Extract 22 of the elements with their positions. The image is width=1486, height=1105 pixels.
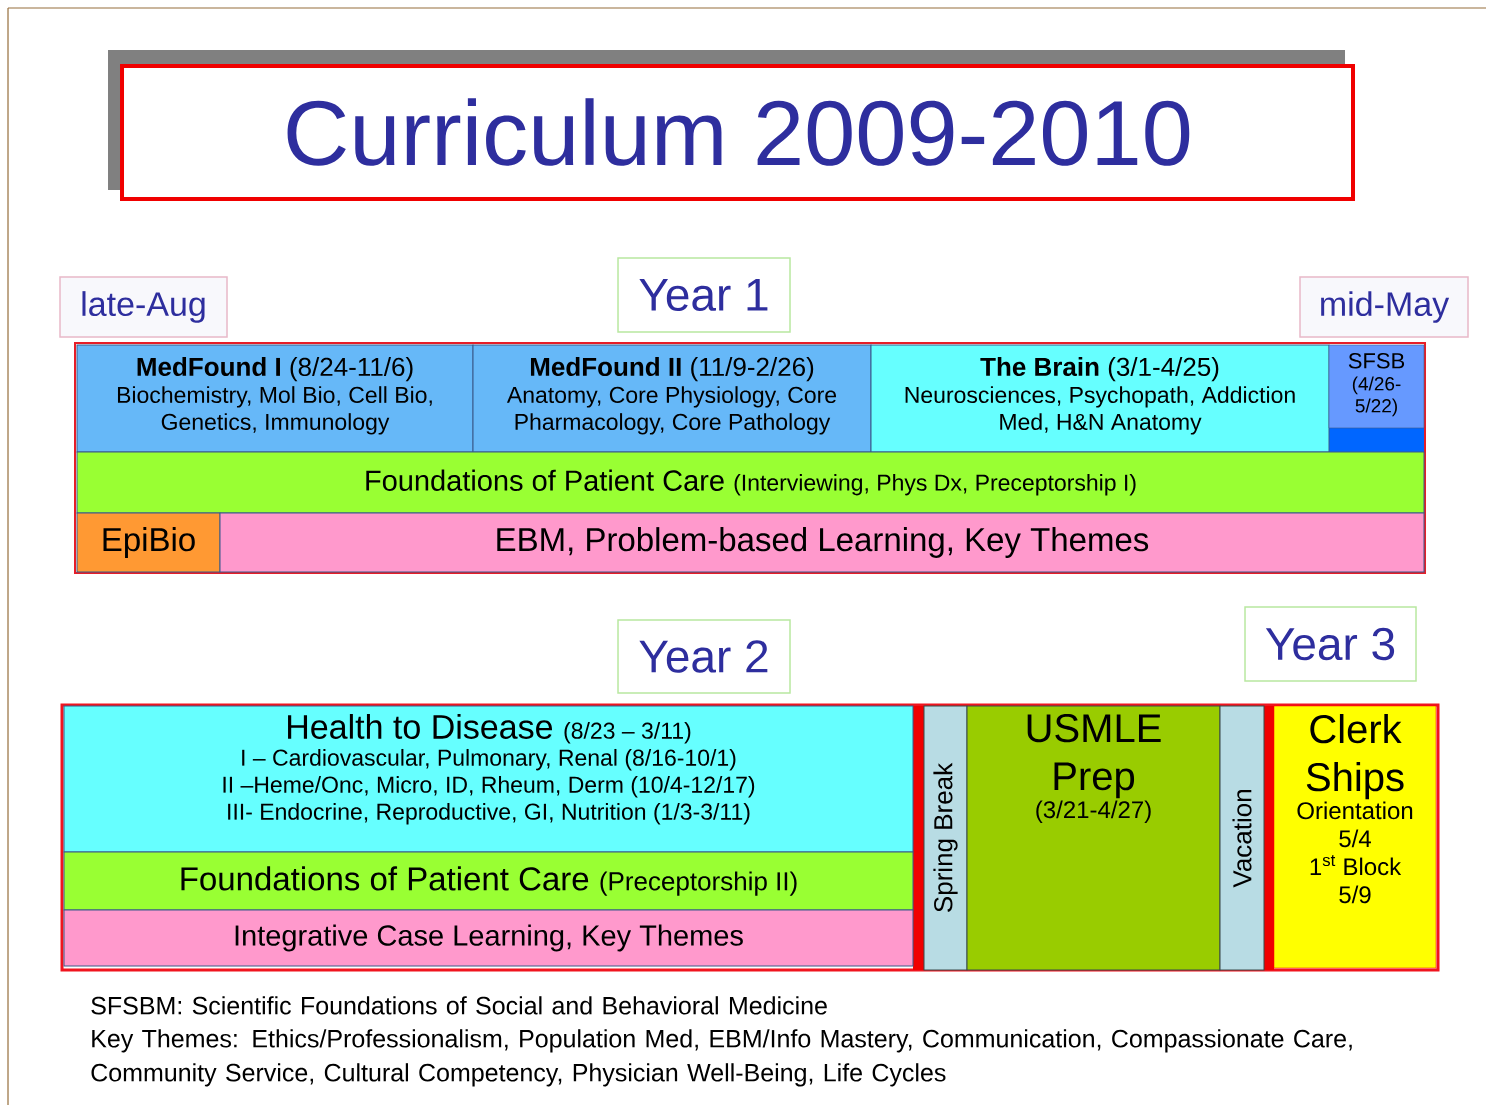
course-block: MedFound I (8/24-11/6) Biochemistry, Mol Bio, Cell Bio, Genetics, Immunology	[76, 344, 474, 453]
course-block: USMLE Prep (3/21-4/27)	[966, 705, 1221, 971]
date-tag: late-Aug	[59, 276, 228, 338]
date-tag: mid-May	[1299, 276, 1469, 338]
course-block: EpiBio	[76, 512, 221, 573]
break-block: Spring Break	[923, 705, 968, 971]
course-block: MedFound II (11/9-2/26) Anatomy, Core Physiology, Core Pharmacology, Core Pathology	[472, 344, 872, 453]
break-block: Vacation	[1219, 705, 1265, 971]
course-band: Foundations of Patient Care (Preceptorship II)	[63, 851, 914, 911]
year-tag: Year 3	[1244, 606, 1417, 682]
course-band: EBM, Problem-based Learning, Key Themes	[219, 512, 1425, 573]
course-block: Health to Disease (8/23 – 3/11) I – Cardiovascular, Pulmonary, Renal (8/16-10/1) II –Heme/Onc, Micro, ID, Rheum, Derm (10/4-12/17) III- Endocrine, Reproductive, GI, Nutrition (1/3-3/11)	[63, 705, 914, 853]
course-band: Integrative Case Learning, Key Themes	[63, 909, 914, 967]
year-tag: Year 1	[617, 257, 791, 333]
title-box: Curriculum 2009-2010	[108, 50, 1355, 201]
course-block: Clerk Ships Orientation 5/4 1$^{st}$ Block 5/9	[1273, 705, 1437, 969]
course-block: SFSB (4/26- 5/22)	[1328, 344, 1425, 429]
year-tag: Year 2	[617, 619, 791, 694]
course-block: The Brain (3/1-4/25) Neurosciences, Psychopath, Addiction Med, H&N Anatomy	[870, 344, 1330, 453]
note-text: SFSBM: Scientific Foundations of Social and Behavioral Medicine	[91, 996, 827, 1015]
note-text: Key Themes: Ethics/Professionalism, Population Med, EBM/Info Mastery, Communication, Compassionate Care, Community Service, Cultural Competency, Physician Well-Being, Life Cycles	[91, 1029, 1352, 1087]
course-band: Foundations of Patient Care (Interviewing, Phys Dx, Preceptorship I)	[76, 451, 1425, 514]
